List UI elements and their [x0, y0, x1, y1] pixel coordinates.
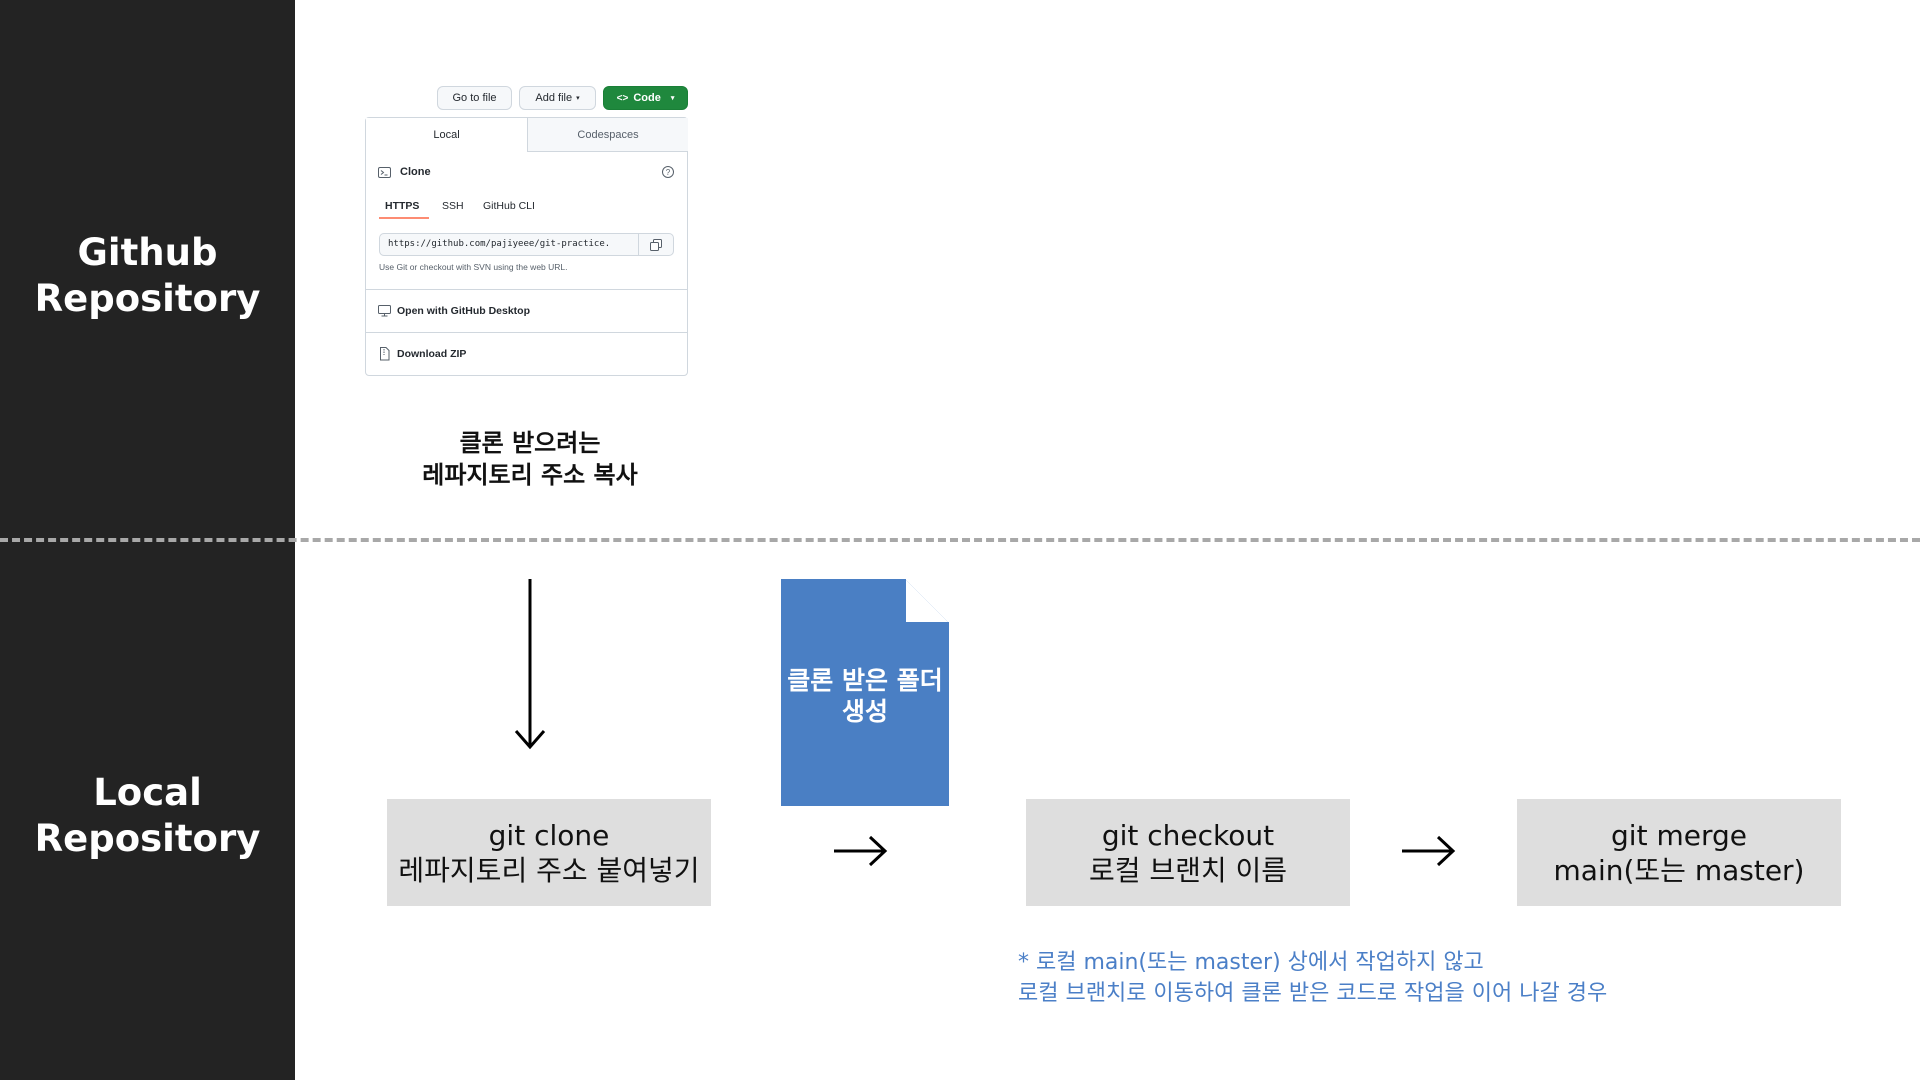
add-file-label: Add file: [535, 92, 573, 104]
git-clone-command: git clone: [488, 818, 610, 852]
help-icon[interactable]: ?: [661, 165, 675, 179]
caption-line1: 클론 받으려는: [459, 429, 601, 457]
panel-separator: [366, 289, 687, 290]
copy-address-caption: 클론 받으려는 레파지토리 주소 복사: [380, 427, 680, 491]
desktop-download-icon: [378, 305, 391, 317]
open-with-github-desktop[interactable]: Open with GitHub Desktop: [397, 305, 530, 317]
caret-down-icon: ▾: [670, 95, 675, 102]
github-repository-label-line1: Github: [77, 231, 218, 274]
local-repository-label: Local Repository: [0, 770, 295, 862]
git-merge-description: main(또는 master): [1553, 853, 1805, 887]
clone-title: Clone: [400, 166, 431, 178]
clone-url-text: https://github.com/pajiyeee/git-practice…: [388, 239, 611, 249]
clone-hint: Use Git or checkout with SVN using the w…: [379, 262, 568, 272]
tab-codespaces-label: Codespaces: [577, 128, 639, 141]
local-repository-label-line1: Local: [93, 771, 202, 814]
footnote-line2: 로컬 브랜치로 이동하여 클론 받은 코드로 작업을 이어 나갈 경우: [1018, 981, 1608, 1006]
copy-icon: [650, 238, 662, 251]
right-arrow-2: [1402, 835, 1456, 867]
footnote-line1: * 로컬 main(또는 master) 상에서 작업하지 않고: [1018, 950, 1484, 975]
copy-url-button[interactable]: [638, 234, 673, 255]
panel-separator: [366, 332, 687, 333]
git-checkout-box: git checkout 로컬 브랜치 이름: [1026, 799, 1350, 906]
code-button[interactable]: <> Code ▾: [603, 86, 688, 110]
github-repository-label-line2: Repository: [34, 277, 261, 320]
git-merge-command: git merge: [1611, 818, 1747, 852]
code-label: Code: [633, 92, 661, 104]
tab-local[interactable]: Local: [366, 118, 527, 152]
add-file-button[interactable]: Add file▾: [519, 86, 596, 110]
git-clone-description: 레파지토리 주소 붙여넣기: [398, 853, 700, 887]
cloned-folder-label: 클론 받은 폴더 생성: [781, 665, 949, 727]
right-arrow-1: [834, 835, 888, 867]
git-clone-box: git clone 레파지토리 주소 붙여넣기: [387, 799, 711, 906]
protocol-tab-ssh[interactable]: SSH: [442, 200, 464, 212]
clone-panel: Local Codespaces Clone ? HTTPS SSH GitHu…: [365, 117, 688, 376]
down-arrow: [514, 579, 546, 750]
download-zip[interactable]: Download ZIP: [397, 348, 467, 360]
cloned-folder-label-line1: 클론 받은 폴더: [787, 666, 943, 695]
active-tab-underline: [379, 217, 429, 219]
git-checkout-description: 로컬 브랜치 이름: [1088, 853, 1288, 887]
caret-down-icon: ▾: [576, 95, 580, 102]
protocol-tab-https[interactable]: HTTPS: [385, 200, 420, 212]
go-to-file-button[interactable]: Go to file: [437, 86, 512, 110]
git-merge-box: git merge main(또는 master): [1517, 799, 1841, 906]
git-checkout-command: git checkout: [1101, 818, 1275, 852]
terminal-icon: [378, 167, 391, 178]
tab-codespaces[interactable]: Codespaces: [527, 118, 688, 152]
file-icon: [781, 579, 949, 806]
protocol-tab-github-cli[interactable]: GitHub CLI: [483, 200, 535, 212]
go-to-file-label: Go to file: [452, 92, 497, 104]
local-repository-label-line2: Repository: [34, 817, 261, 860]
tab-local-label: Local: [433, 129, 460, 141]
cloned-folder-label-line2: 생성: [841, 697, 888, 726]
svg-text:?: ?: [666, 168, 671, 177]
footnote: * 로컬 main(또는 master) 상에서 작업하지 않고 로컬 브랜치로…: [1018, 947, 1607, 1009]
caption-line2: 레파지토리 주소 복사: [422, 461, 638, 489]
file-zip-icon: [380, 347, 390, 361]
github-repository-label: Github Repository: [0, 230, 295, 322]
clone-url-input[interactable]: https://github.com/pajiyeee/git-practice…: [379, 233, 674, 256]
section-divider: [0, 538, 1920, 542]
code-brackets-icon: <>: [616, 92, 629, 104]
